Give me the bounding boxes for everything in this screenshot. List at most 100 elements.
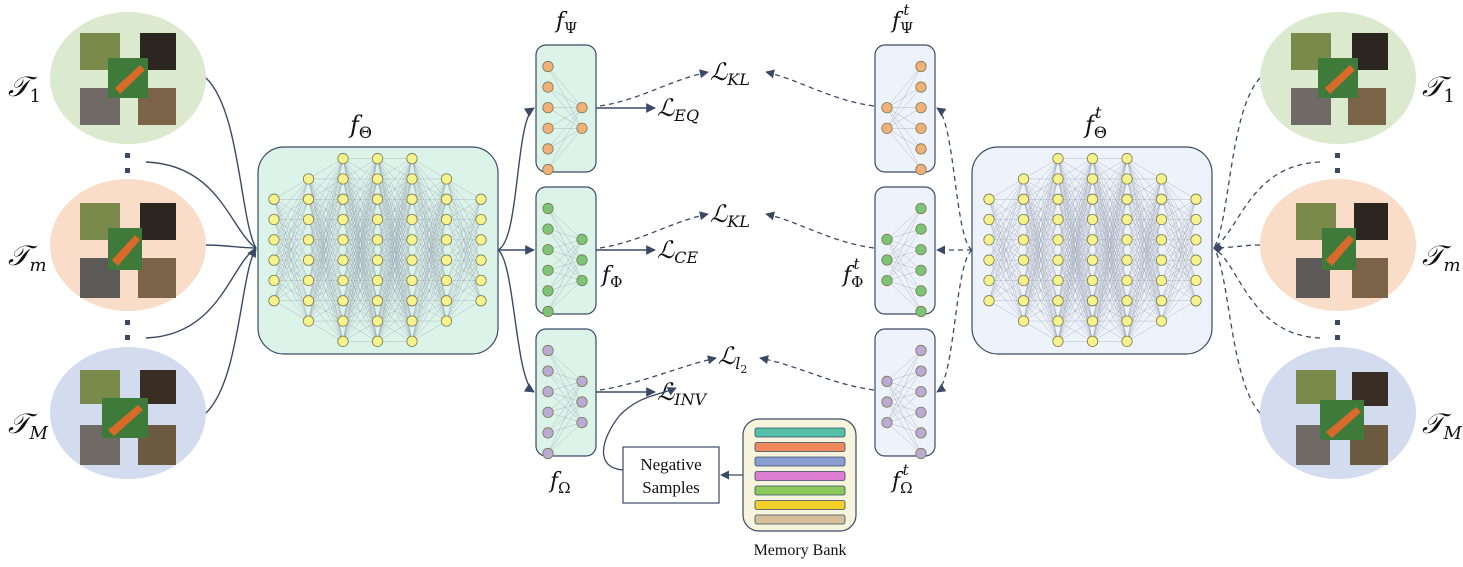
connection-edge xyxy=(308,178,344,322)
connection-edge xyxy=(886,422,922,434)
connection-edge xyxy=(308,158,344,322)
teacher-backbone-network xyxy=(983,153,1202,347)
connection-edge xyxy=(988,178,1024,200)
head-to-loss-arrows xyxy=(596,103,656,397)
connection-edge xyxy=(886,208,922,261)
connection-edge xyxy=(886,66,922,108)
connection-edge xyxy=(273,280,309,301)
connection-edge xyxy=(547,381,583,392)
task-m-images-right xyxy=(1296,203,1388,298)
neuron-node xyxy=(542,427,554,439)
connection-edge xyxy=(411,320,447,342)
neuron-node xyxy=(542,365,554,377)
neuron-node xyxy=(1086,315,1099,327)
connection-edge xyxy=(1057,320,1093,342)
neuron-node xyxy=(337,295,349,307)
neuron-node xyxy=(1052,153,1064,165)
connection-edge xyxy=(1023,320,1059,342)
neuron-node xyxy=(1052,173,1064,185)
connection-edge xyxy=(1057,199,1093,342)
neuron-node xyxy=(406,295,418,307)
connection-edge xyxy=(411,239,447,342)
right-input-curves xyxy=(1213,77,1321,414)
neuron-node xyxy=(1052,295,1064,307)
connection-edge xyxy=(1126,178,1162,281)
neuron-node xyxy=(1086,234,1099,246)
connection-edge xyxy=(886,208,922,281)
backbone-to-heads-arrows xyxy=(497,107,535,393)
connection-edge xyxy=(446,178,482,200)
neuron-node xyxy=(542,223,554,235)
connection-edge xyxy=(1057,239,1093,342)
neuron-node xyxy=(371,254,384,266)
memory-bank-bar xyxy=(754,456,846,467)
connection-edge xyxy=(377,158,413,342)
connection-edge xyxy=(886,350,922,403)
neuron-node xyxy=(1190,234,1202,246)
negative-samples-box xyxy=(622,446,720,504)
neuron-node xyxy=(915,60,927,73)
connection-edge xyxy=(1057,158,1093,180)
connection-edge xyxy=(1092,260,1128,342)
connection-edge xyxy=(1023,158,1059,261)
connection-edge xyxy=(1126,300,1162,342)
connection-edge xyxy=(411,178,447,240)
connection-edge xyxy=(308,158,344,281)
neuron-node xyxy=(475,274,487,287)
neuron-node xyxy=(1190,274,1202,287)
neuron-node xyxy=(1052,213,1064,226)
connection-edge xyxy=(547,228,583,240)
neuron-node xyxy=(1121,335,1133,347)
neuron-node xyxy=(1086,295,1099,307)
connection-edge xyxy=(377,158,413,322)
neuron-node xyxy=(881,396,893,408)
neuron-node xyxy=(1086,193,1099,205)
task-m-label-left: 𝒯m xyxy=(8,239,47,276)
connection-edge xyxy=(411,178,447,342)
connection-edge xyxy=(1161,178,1197,200)
neuron-node xyxy=(406,213,418,226)
connection-edge xyxy=(377,158,413,240)
memory-bank-bar xyxy=(754,485,846,496)
connection-edge xyxy=(1023,219,1059,322)
neuron-node xyxy=(337,234,349,246)
connection-edge xyxy=(988,199,1024,301)
neuron-node xyxy=(371,213,384,226)
neuron-node xyxy=(406,173,418,185)
connection-edge xyxy=(411,178,447,220)
connection-edge xyxy=(377,239,413,342)
neuron-node xyxy=(881,102,893,114)
connection-edge xyxy=(377,158,413,200)
student-head-psi-label: fΨ xyxy=(554,9,577,37)
neuron-node xyxy=(475,234,487,246)
loss-ce: ℒCE xyxy=(657,236,699,267)
connection-edge xyxy=(342,158,378,261)
neuron-node xyxy=(337,213,349,226)
neuron-node xyxy=(915,386,927,398)
connection-edge xyxy=(377,158,413,301)
neuron-node xyxy=(371,335,384,347)
connection-edge xyxy=(1126,178,1162,342)
memory-bank-bar xyxy=(754,500,846,510)
connection-edge xyxy=(1092,199,1128,342)
neuron-node xyxy=(268,234,280,246)
task-1-images-left xyxy=(80,33,176,125)
neuron-node xyxy=(1121,274,1133,287)
neuron-node xyxy=(1155,315,1168,327)
neuron-node xyxy=(542,305,554,318)
task-m-label-right: 𝒯m xyxy=(1422,239,1461,276)
neuron-node xyxy=(1086,274,1099,287)
neuron-node xyxy=(881,233,893,245)
neuron-node xyxy=(337,335,349,347)
connection-edge xyxy=(1023,199,1059,322)
neuron-node xyxy=(542,344,554,357)
connection-edge xyxy=(1057,158,1093,301)
connection-edge xyxy=(1161,199,1197,322)
teacher-head-to-loss-dashed xyxy=(759,69,875,391)
connection-edge xyxy=(446,199,482,281)
connection-edge xyxy=(342,280,378,342)
connection-edge xyxy=(308,219,344,322)
connection-edge xyxy=(1023,239,1059,322)
connection-edge xyxy=(1023,158,1059,322)
connection-edge xyxy=(273,219,309,301)
